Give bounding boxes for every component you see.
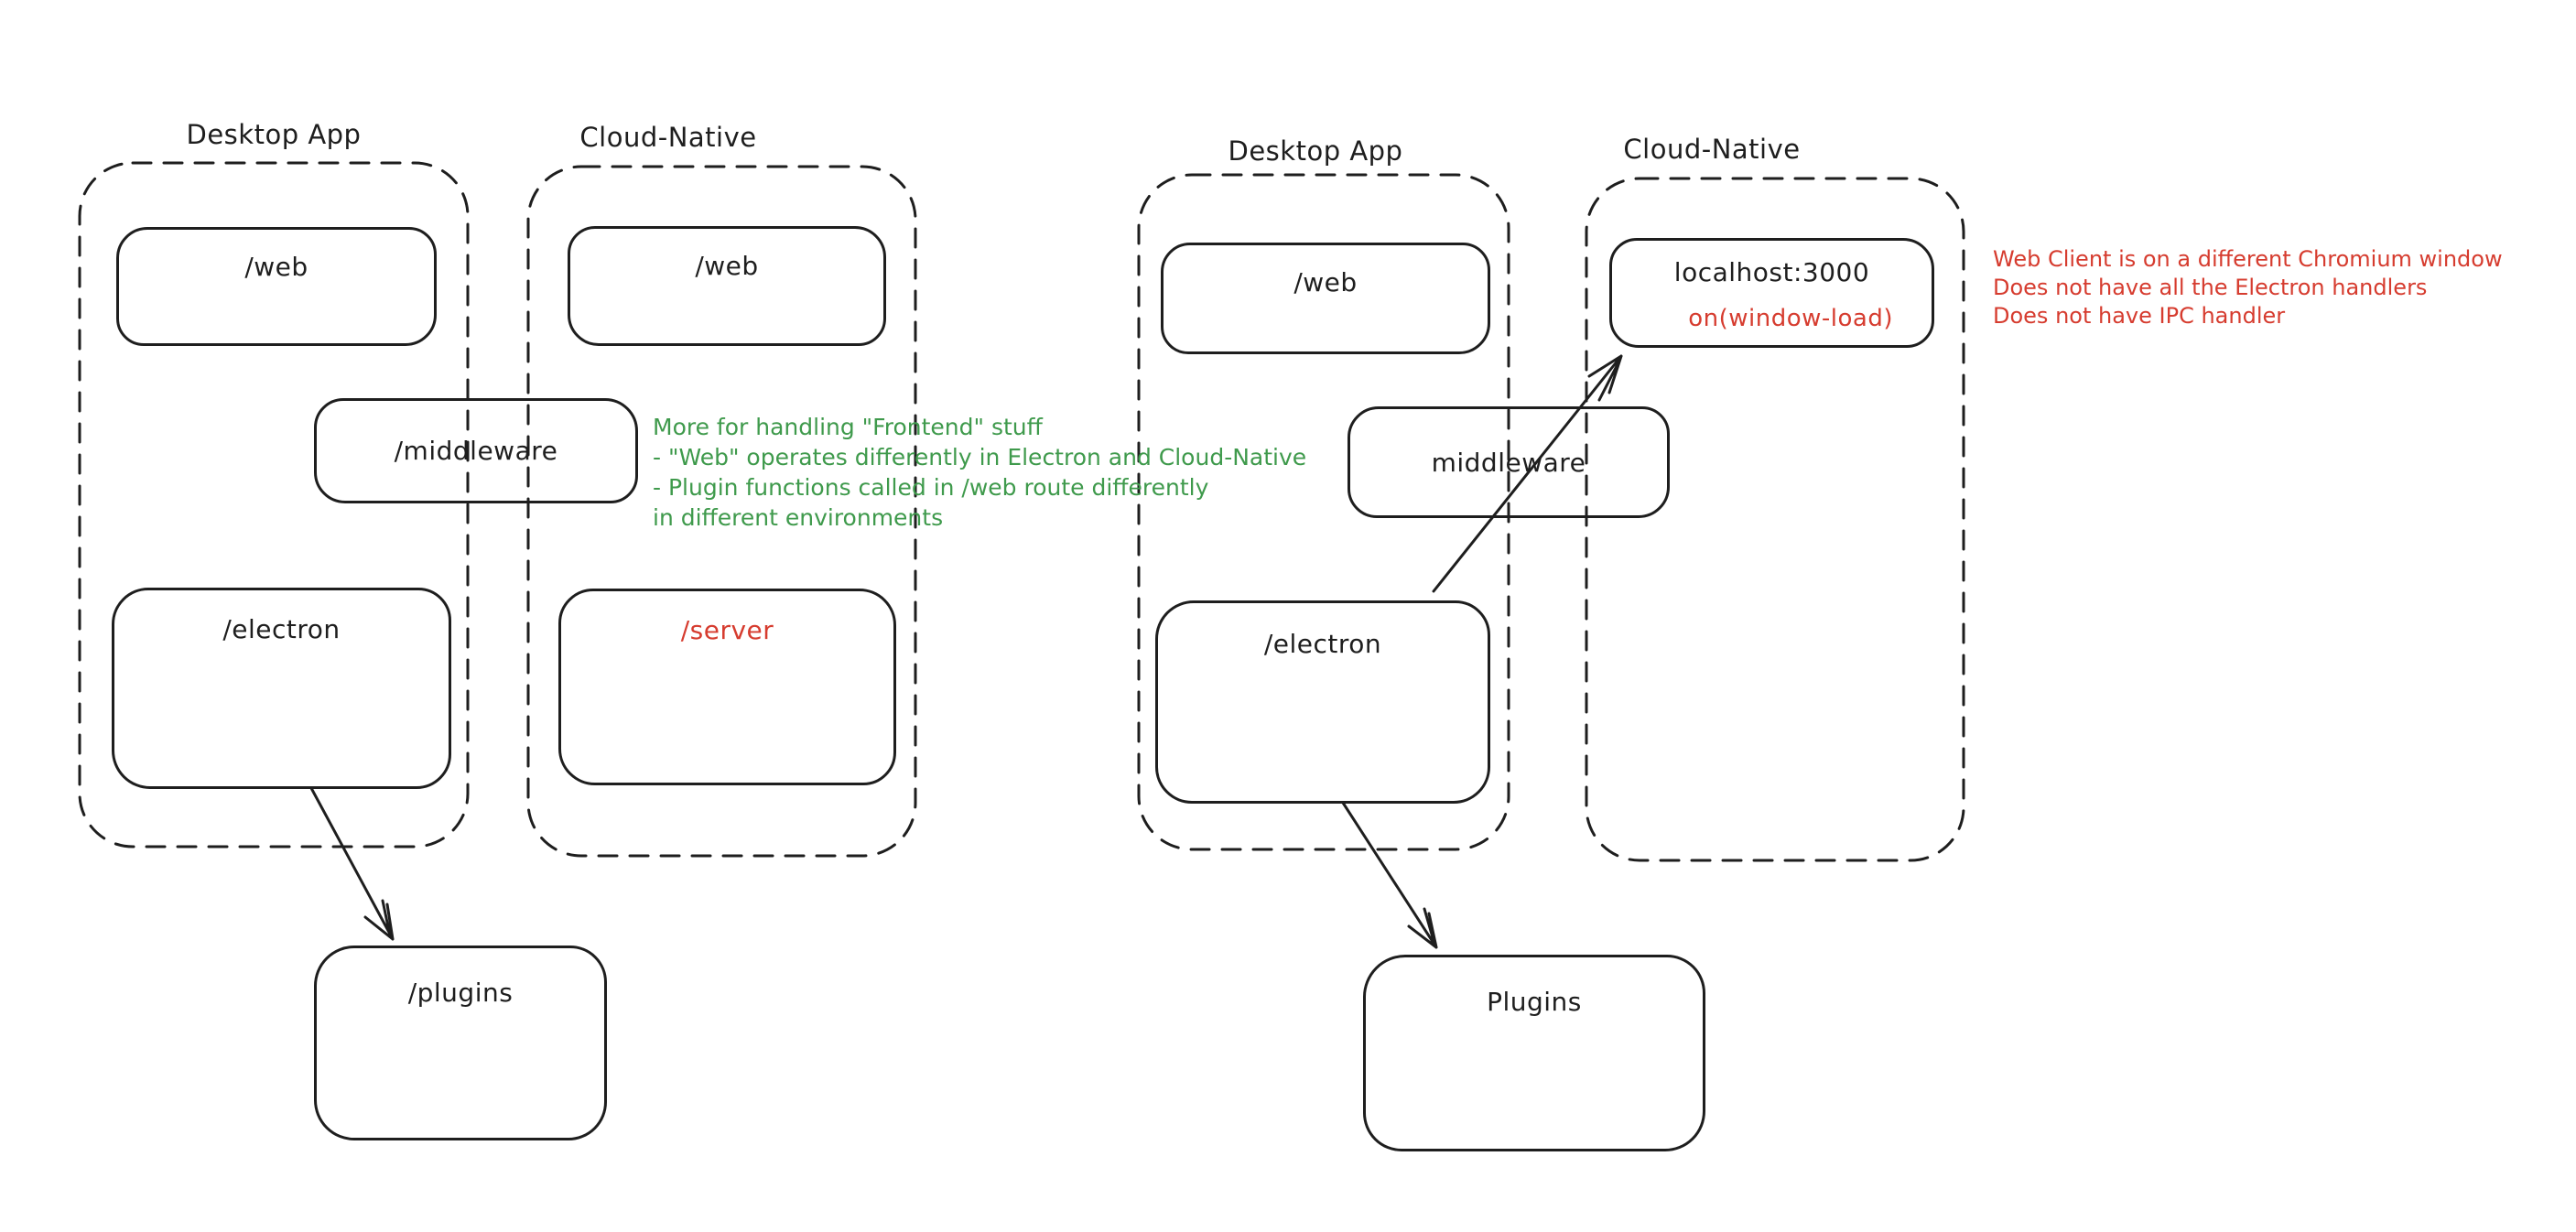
arrow-left-electron-to-plugins — [309, 786, 395, 941]
box-right-localhost-sublabel: on(window-load) — [1688, 305, 1893, 332]
red-note-line: Does not have all the Electron handlers — [1993, 275, 2428, 300]
box-left-server-label: /server — [680, 615, 774, 645]
right-desktop-app-title: Desktop App — [1228, 135, 1403, 167]
right-cloud-native-container — [1585, 177, 1965, 862]
right-desktop-app-container — [1137, 173, 1510, 851]
box-right-localhost: localhost:3000 on(window-load) — [1609, 238, 1934, 348]
arrow-right-electron-to-localhost — [1432, 354, 1623, 593]
red-note: Web Client is on a different Chromium wi… — [1993, 245, 2503, 330]
box-left-middleware: /middleware — [314, 398, 638, 503]
box-left-web-desktop-label: /web — [244, 252, 308, 282]
box-left-server: /server — [558, 589, 896, 785]
left-cloud-native-title: Cloud-Native — [579, 122, 757, 153]
box-left-web-desktop: /web — [116, 227, 437, 346]
box-right-web-desktop: /web — [1161, 243, 1490, 354]
box-left-electron-label: /electron — [222, 614, 341, 644]
red-note-line: Does not have IPC handler — [1993, 303, 2286, 329]
box-left-plugins: /plugins — [314, 946, 607, 1140]
arrow-right-electron-to-plugins — [1341, 801, 1438, 949]
box-left-web-cloud: /web — [568, 226, 886, 346]
box-right-localhost-label: localhost:3000 — [1673, 257, 1870, 287]
left-desktop-app-container — [78, 161, 470, 848]
box-right-electron-label: /electron — [1263, 629, 1382, 659]
box-right-middleware-label: middleware — [1431, 447, 1586, 478]
right-cloud-native-title: Cloud-Native — [1623, 134, 1801, 165]
box-right-middleware: middleware — [1348, 406, 1670, 518]
green-note-line: - Plugin functions called in /web route … — [653, 474, 1209, 501]
box-left-web-cloud-label: /web — [695, 251, 759, 281]
green-note-line: in different environments — [653, 504, 944, 531]
box-right-plugins: Plugins — [1363, 955, 1705, 1151]
box-left-plugins-label: /plugins — [407, 978, 514, 1008]
left-desktop-app-title: Desktop App — [186, 119, 362, 150]
box-left-electron: /electron — [112, 588, 451, 789]
red-note-line: Web Client is on a different Chromium wi… — [1993, 246, 2503, 272]
green-note-line: - "Web" operates differently in Electron… — [653, 444, 1307, 470]
box-right-electron: /electron — [1155, 600, 1490, 804]
green-note: More for handling "Frontend" stuff - "We… — [653, 412, 1306, 533]
box-left-middleware-label: /middleware — [394, 436, 558, 466]
green-note-line: More for handling "Frontend" stuff — [653, 414, 1043, 440]
box-right-web-desktop-label: /web — [1293, 267, 1358, 297]
left-cloud-native-container — [526, 165, 917, 858]
box-right-plugins-label: Plugins — [1487, 987, 1582, 1017]
